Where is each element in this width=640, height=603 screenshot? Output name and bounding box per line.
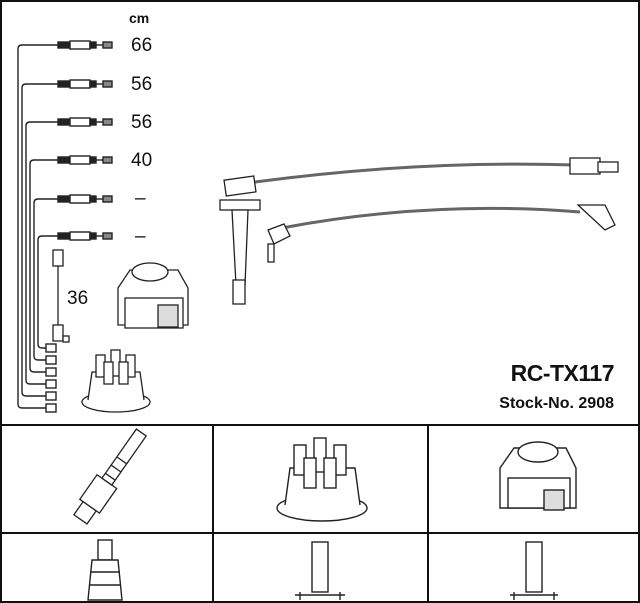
cable-length-4: 40: [131, 150, 153, 171]
distributor-terminal: [45, 379, 57, 389]
spark-plug: [73, 428, 148, 525]
distributor-terminal: [45, 403, 57, 413]
cable-connector: [57, 79, 113, 89]
cable-length-5: –: [135, 188, 146, 209]
cap-connector: [295, 541, 345, 600]
ignition-coil-small: [117, 262, 189, 329]
harness-wire: [21, 83, 58, 397]
distributor-cap: [276, 437, 368, 522]
distributor-terminal: [45, 343, 57, 353]
cable-length-2: 56: [131, 74, 153, 95]
distributor-cap-small: [81, 349, 151, 413]
cable-harness: [17, 40, 113, 413]
harness-wire: [29, 159, 58, 373]
distributor-terminal: [45, 355, 57, 365]
cable-length-3: 56: [131, 112, 153, 133]
cable-connector: [57, 117, 113, 127]
harness-wire: [37, 235, 58, 349]
coil-connector: [510, 541, 558, 600]
cable-length-6: –: [135, 226, 146, 247]
coil-lead-length: 36: [67, 288, 89, 309]
ignition-coil: [499, 441, 577, 511]
harness-wire: [17, 44, 58, 409]
unit-label: cm: [129, 10, 150, 26]
cable-connector: [57, 40, 113, 50]
cable-length-1: 66: [131, 35, 153, 56]
stock-number: Stock-No. 2908: [499, 395, 614, 412]
harness-wire: [25, 121, 58, 385]
product-title: RC-TX117: [510, 360, 615, 386]
main-cables: [219, 157, 619, 305]
distributor-terminal: [45, 391, 57, 401]
cable-connector: [57, 155, 113, 165]
coil-lead: [52, 249, 70, 343]
plug-connector-straight: [87, 539, 123, 601]
cable-connector: [57, 231, 113, 241]
harness-wire: [33, 198, 58, 361]
cable-connector: [57, 194, 113, 204]
distributor-terminal: [45, 367, 57, 377]
